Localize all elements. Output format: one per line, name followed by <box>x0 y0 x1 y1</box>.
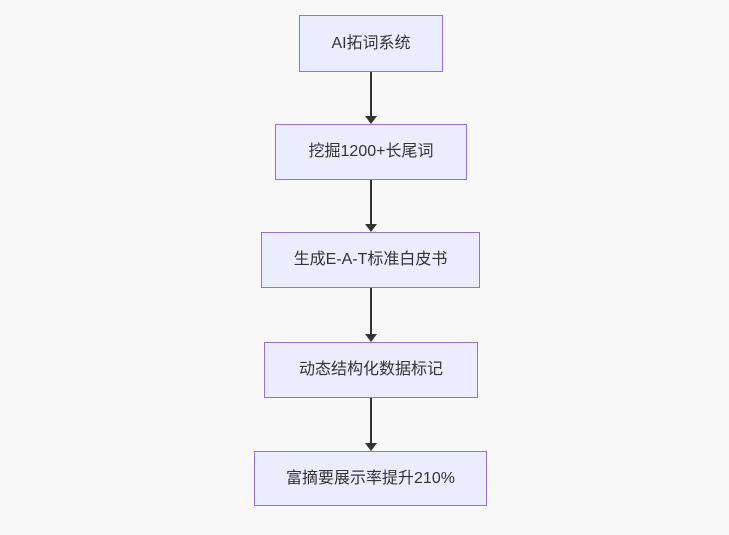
flow-node-rich-snippet-rate-increase: 富摘要展示率提升210% <box>254 451 487 506</box>
flow-node-ai-word-expansion-system: AI拓词系统 <box>299 15 443 72</box>
arrowhead-down-icon <box>365 443 377 451</box>
flow-edge-2 <box>364 180 378 232</box>
edge-line <box>370 72 372 117</box>
arrowhead-down-icon <box>365 116 377 124</box>
edge-line <box>370 398 372 444</box>
flow-edge-3 <box>364 288 378 342</box>
arrowhead-down-icon <box>365 334 377 342</box>
node-label: 富摘要展示率提升210% <box>286 469 455 487</box>
edge-line <box>370 180 372 225</box>
flow-node-dynamic-structured-data-markup: 动态结构化数据标记 <box>264 342 478 398</box>
edge-line <box>370 288 372 335</box>
flow-edge-4 <box>364 398 378 451</box>
node-label: AI拓词系统 <box>331 34 411 52</box>
flow-node-generate-eat-whitepaper: 生成E-A-T标准白皮书 <box>261 232 480 288</box>
node-label: 动态结构化数据标记 <box>298 361 443 379</box>
flow-edge-1 <box>364 72 378 124</box>
node-label: 生成E-A-T标准白皮书 <box>293 251 448 269</box>
flow-node-mine-longtail-keywords: 挖掘1200+长尾词 <box>275 124 467 180</box>
node-label: 挖掘1200+长尾词 <box>308 143 434 161</box>
arrowhead-down-icon <box>365 224 377 232</box>
